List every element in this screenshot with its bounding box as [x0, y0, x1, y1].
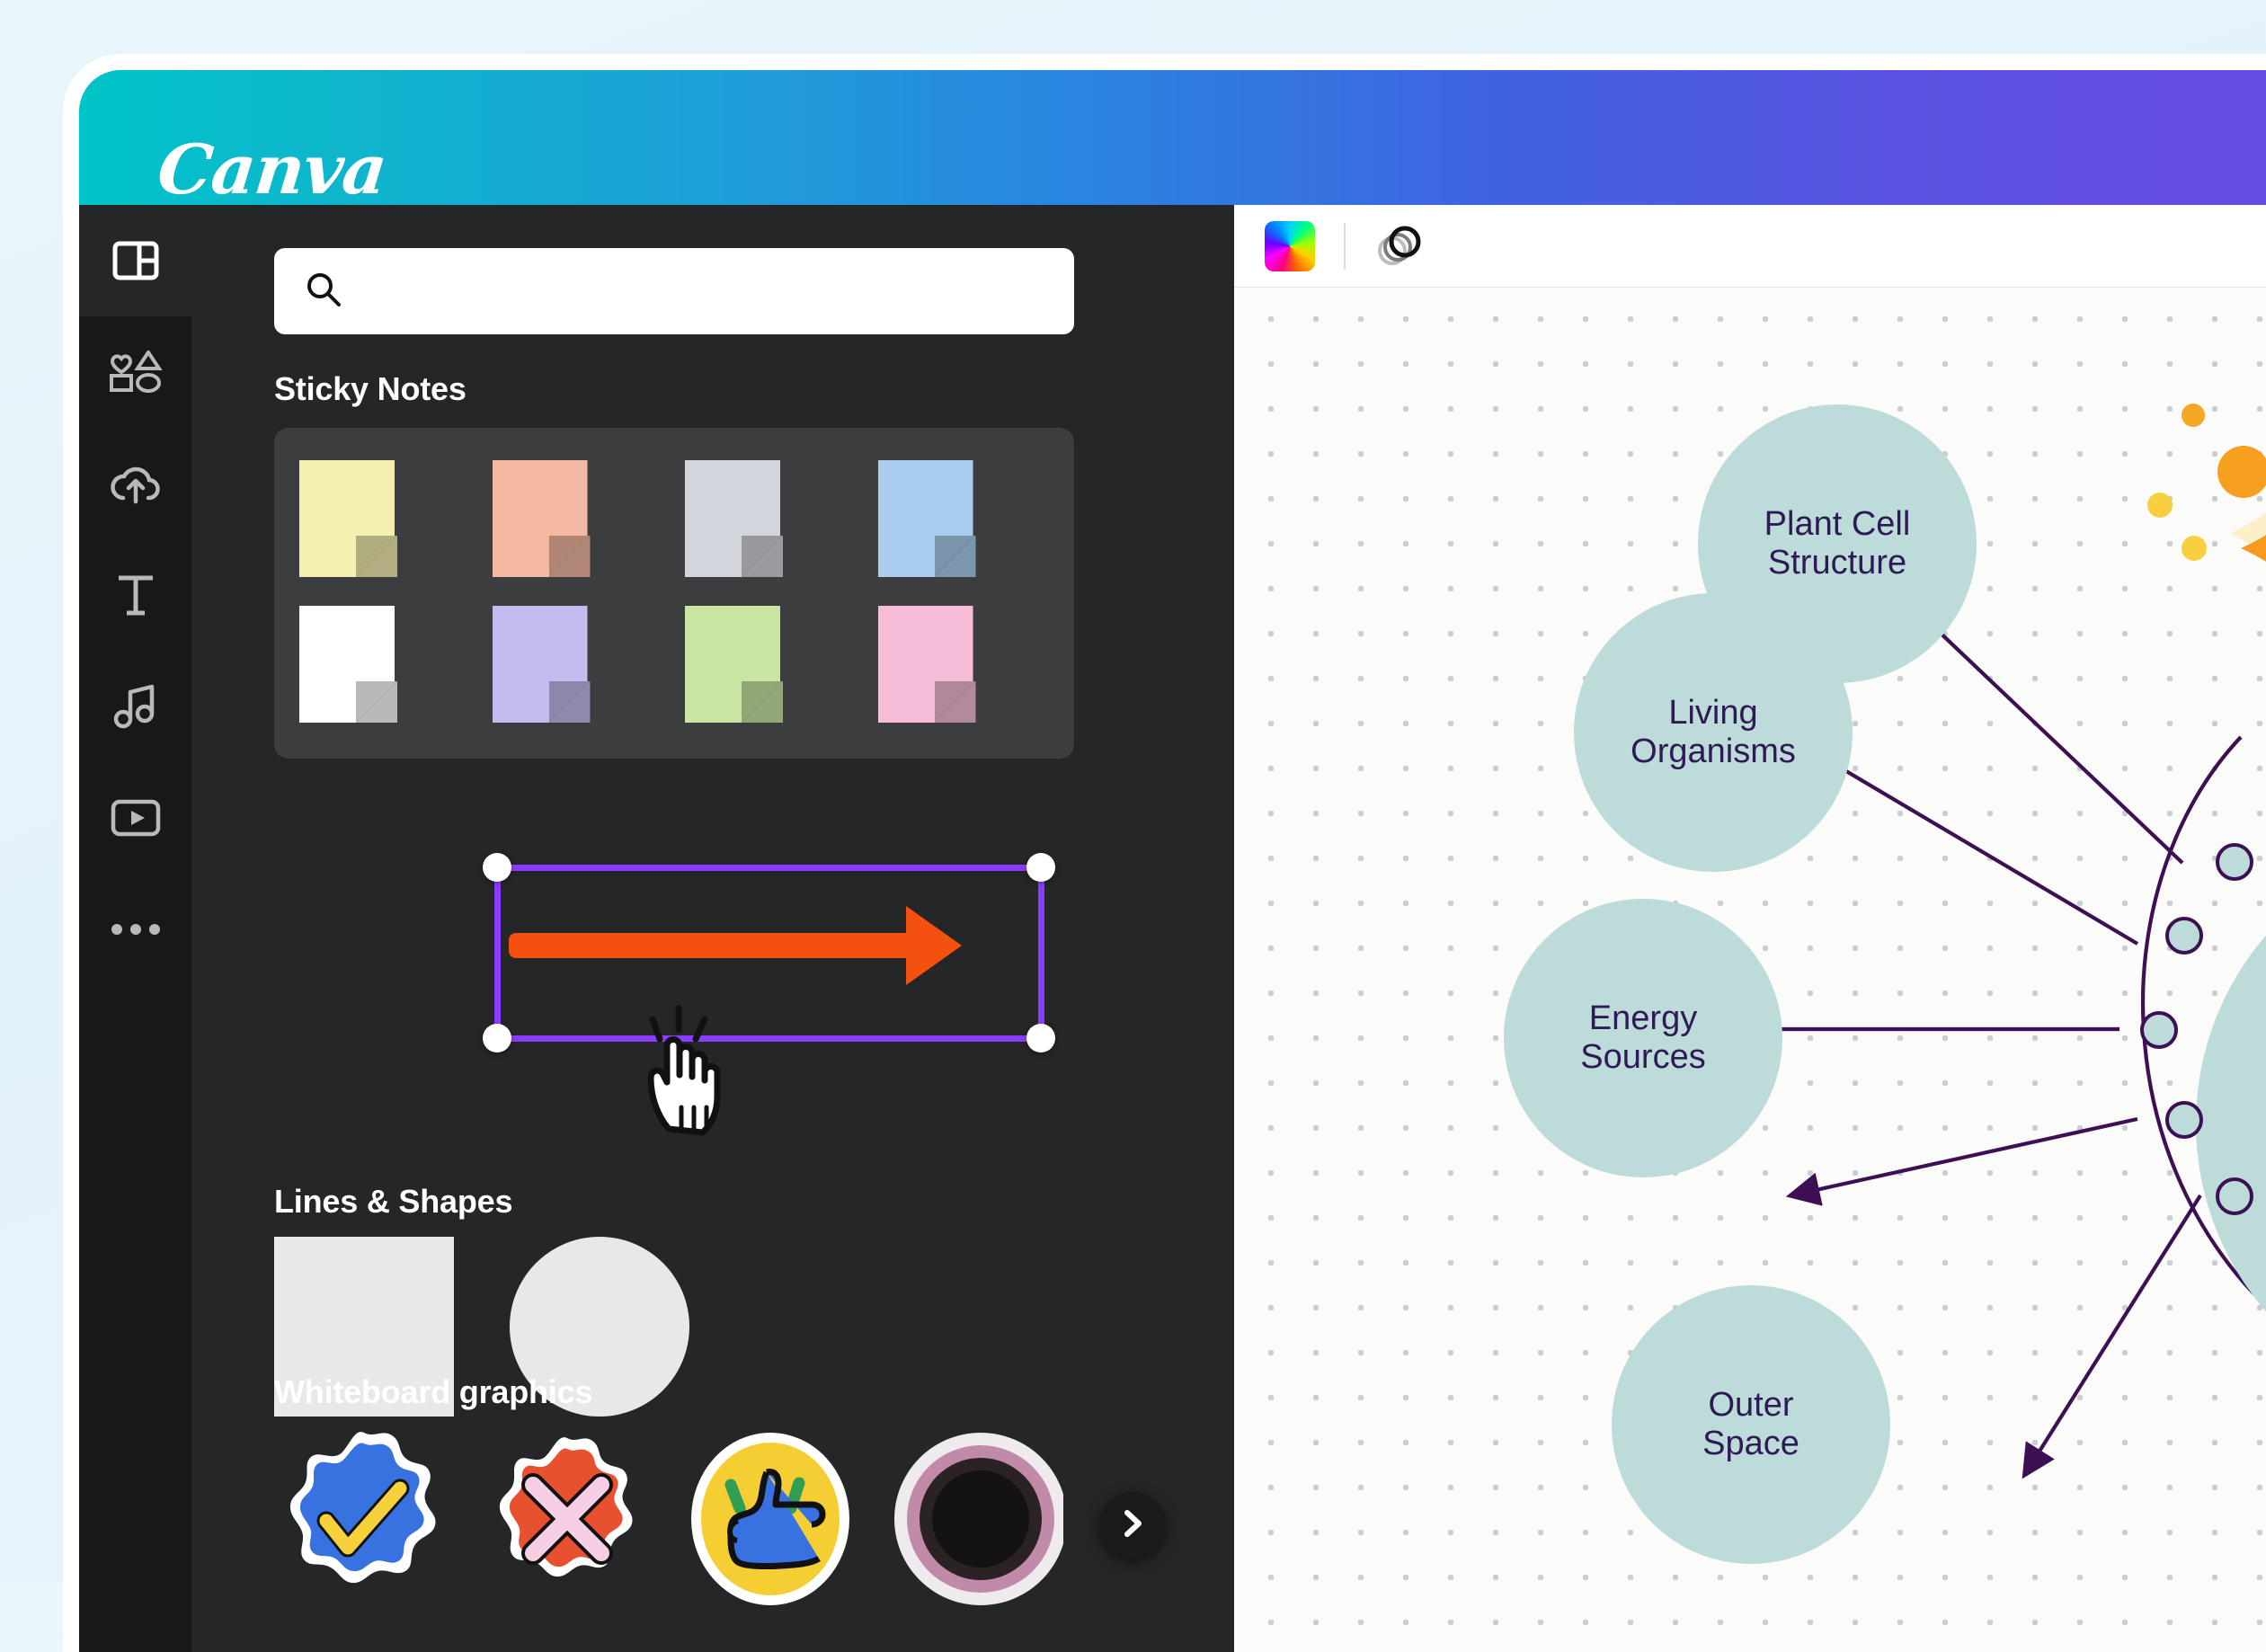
- color-picker-swatch[interactable]: [1265, 220, 1315, 271]
- node-label-line1: Plant Cell: [1764, 504, 1911, 543]
- mindmap-node-energy-sources[interactable]: Energy Sources: [1504, 899, 1782, 1177]
- canvas-toolbar: [1234, 205, 2266, 288]
- sidebar-item-elements[interactable]: [79, 316, 191, 428]
- mindmap-node-outer-space[interactable]: Outer Space: [1612, 1285, 1890, 1564]
- sidebar-item-more[interactable]: [79, 874, 191, 985]
- node-label-line2: Space: [1702, 1425, 1799, 1462]
- hub-connector-dot[interactable]: [2165, 917, 2203, 955]
- sidebar-item-audio[interactable]: [79, 651, 191, 762]
- sticky-note-gray[interactable]: [685, 460, 804, 577]
- search-box[interactable]: [274, 248, 1074, 334]
- toolbar-divider: [1344, 222, 1346, 270]
- node-label-line1: Energy: [1588, 999, 1698, 1037]
- whiteboard-canvas[interactable]: Science Proje Plant Cell Structure Livin…: [1234, 288, 2266, 1652]
- node-label-line1: Living: [1668, 693, 1758, 732]
- node-label-line2: Structure: [1767, 544, 1907, 582]
- sticky-note-purple[interactable]: [492, 606, 611, 723]
- sidebar-item-videos[interactable]: [79, 762, 191, 874]
- search-icon: [305, 271, 342, 313]
- sticky-notes-heading: Sticky Notes: [274, 370, 467, 407]
- whiteboard-graphics-heading: Whiteboard graphics: [274, 1373, 593, 1410]
- brand-header-bar: Canva: [79, 70, 2266, 209]
- lines-shapes-heading: Lines & Shapes: [274, 1183, 513, 1220]
- hub-connector-dot[interactable]: [2216, 843, 2253, 881]
- hub-connector-dot[interactable]: [2165, 1101, 2203, 1139]
- node-label-line2: Organisms: [1631, 733, 1796, 770]
- sticky-note-white[interactable]: [299, 606, 418, 723]
- text-t-icon: [115, 573, 156, 617]
- elements-side-panel: Sticky Notes Lines & Shapes Whiteboard g…: [191, 205, 1234, 1652]
- canvas-area: Science Proje Plant Cell Structure Livin…: [1234, 205, 2266, 1652]
- shape-circle-item[interactable]: [510, 1237, 689, 1417]
- sparkle-decoration: [2147, 404, 2266, 562]
- node-label-line1: Outer: [1708, 1385, 1794, 1424]
- music-note-icon: [112, 684, 159, 729]
- hub-connector-dot[interactable]: [2140, 1011, 2178, 1049]
- sidebar-item-design[interactable]: [79, 205, 191, 316]
- mindmap-node-living-organisms[interactable]: Living Organisms: [1574, 593, 1853, 872]
- chevron-right-icon: [1119, 1508, 1146, 1543]
- node-label-line2: Sources: [1580, 1038, 1706, 1076]
- left-icon-rail: [79, 205, 191, 1652]
- video-play-icon: [111, 798, 161, 838]
- layout-panel-icon: [112, 241, 159, 280]
- graphics-scroll-next-button[interactable]: [1099, 1492, 1166, 1559]
- search-input[interactable]: [360, 276, 1044, 306]
- shape-square-item[interactable]: [274, 1237, 454, 1417]
- app-window: Canva: [79, 70, 2266, 1652]
- sticker-check-badge[interactable]: [274, 1429, 454, 1609]
- sticker-partial[interactable]: [884, 1429, 1067, 1609]
- canva-logo[interactable]: Canva: [154, 129, 391, 209]
- hub-connector-dot[interactable]: [2216, 1177, 2253, 1215]
- shapes-icon: [109, 351, 163, 394]
- sticky-note-yellow[interactable]: [299, 460, 418, 577]
- sidebar-item-uploads[interactable]: [79, 428, 191, 539]
- sticky-note-salmon[interactable]: [492, 460, 611, 577]
- sticker-thumbs-up[interactable]: [680, 1429, 860, 1609]
- sticky-note-green[interactable]: [685, 606, 804, 723]
- more-dots-icon: [111, 922, 161, 937]
- sticky-notes-grid: [274, 428, 1074, 759]
- transparency-icon[interactable]: [1374, 220, 1426, 272]
- cloud-upload-icon: [109, 462, 163, 505]
- sticker-cross-badge[interactable]: [477, 1429, 657, 1609]
- sticky-note-pink[interactable]: [877, 606, 997, 723]
- sidebar-item-text[interactable]: [79, 539, 191, 651]
- sticky-note-blue[interactable]: [877, 460, 997, 577]
